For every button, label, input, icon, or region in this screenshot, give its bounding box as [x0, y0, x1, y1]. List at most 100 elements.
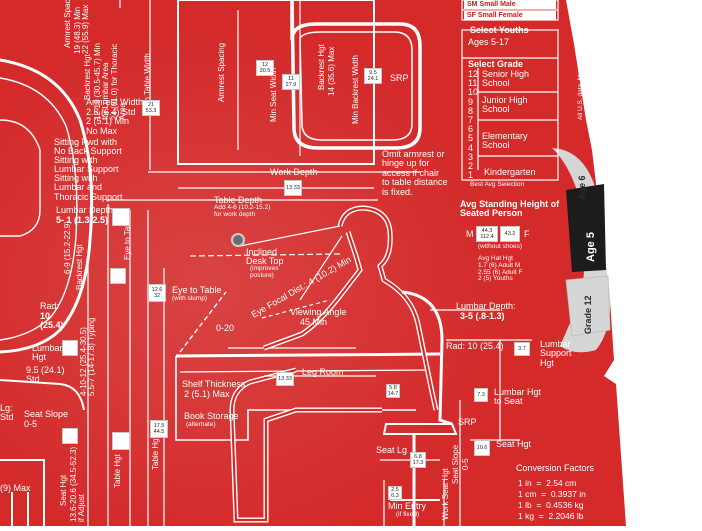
- seat-slope-right-val: 0-5: [461, 458, 470, 470]
- inclined-desk-note: (improves posture): [250, 265, 279, 279]
- tab-grade12[interactable]: Grade 12: [583, 295, 593, 334]
- rad-right: Rad: 10 (25.4): [446, 341, 504, 351]
- measure-box: 21 53.3: [142, 100, 160, 116]
- measure-box: [62, 428, 78, 444]
- standing-box-m: 44.3 112.4: [476, 226, 498, 242]
- seat-lg: Seat Lg: [376, 445, 408, 455]
- standing-f: F: [524, 229, 530, 239]
- lumbar-depth-right-val: 3-5 (.8-1.3): [460, 311, 505, 321]
- measure-box: 3.7: [514, 342, 530, 356]
- conversion-row: 1 in = 2.54 cm: [518, 478, 577, 488]
- tab-age5[interactable]: Age 5: [585, 232, 597, 262]
- lumbar-depth-right-label: Lumbar Depth:: [456, 301, 516, 311]
- min-entry-note: (if fixed): [396, 511, 420, 518]
- standing-note: (without shoes): [478, 243, 523, 250]
- conversion-row: 1 kg = 2.2046 lb: [518, 511, 584, 521]
- seat-hgt-right: Seat Hgt: [496, 439, 532, 449]
- rivet: [231, 233, 245, 247]
- tab-age6[interactable]: Age 6: [577, 175, 587, 200]
- min-entry-label: Min Entry: [388, 501, 427, 511]
- grade-number: 9: [468, 96, 474, 107]
- measure-box: [110, 268, 126, 284]
- seat-slope-left-label: Seat Slope: [24, 409, 69, 419]
- measure-box: 6.8 17.3: [410, 452, 426, 468]
- measure-box: 17.5 44.5: [150, 420, 168, 438]
- seat-hgt-left: Seat Hgt: [59, 474, 68, 506]
- grade-number: 12: [468, 69, 479, 79]
- grade-number: 6: [468, 124, 474, 135]
- grade-number: 3: [468, 151, 474, 162]
- measure-box: 7.3: [474, 388, 488, 402]
- grade-number: 1: [468, 170, 474, 181]
- table-hgt-mid: Table Hgt: [151, 436, 160, 470]
- eye-to-table-label: Eye to Table: [172, 285, 222, 295]
- measure-box: 13 33: [276, 372, 294, 386]
- age5-tab: [566, 184, 606, 272]
- table-depth-label: Table Depth: [214, 195, 263, 205]
- lumbar-hgt-left-val: 9.5 (24.1) Std: [26, 365, 65, 385]
- grade-number: 7: [468, 115, 474, 126]
- lumbar-hgt-left-label: Lumbar Hgt: [32, 343, 63, 363]
- conversion-title: Conversion Factors: [516, 463, 595, 473]
- youths-heading: Select Youths: [470, 25, 529, 35]
- sitting-3: Sitting with Lumbar and Thoracic Support: [54, 173, 123, 202]
- conversion-row: 1 lb = 0.4536 kg: [518, 500, 584, 510]
- srp-bottom: SRP: [458, 417, 477, 427]
- grade-kindergarten: Kindergarten: [484, 167, 536, 177]
- backrest-hgt-mid-val: 6-9 (15.2-22.9): [63, 221, 72, 274]
- leg-room: Leg Room: [302, 367, 344, 377]
- measure-box: 2.5 6.3: [388, 486, 402, 500]
- work-depth: Work Depth: [270, 167, 318, 177]
- rad-left-label: Rad:: [40, 301, 60, 311]
- measure-box: [112, 432, 130, 450]
- side-note: All U.S. data. Metrics are red or in ( ): [577, 12, 584, 120]
- viewing-angle-val: 45 Min: [300, 317, 328, 327]
- armrest-spacing-vals: 19 (48.3) Min 22 (55.9) Max: [73, 4, 91, 54]
- lumbar-support-hgt: Lumbar Support Hgt: [540, 339, 572, 368]
- min-backrest-width: Min Backrest Width: [351, 55, 360, 124]
- armrest-width-label: Armrest Width: [86, 97, 144, 107]
- grade-junior: Junior High School: [482, 95, 528, 115]
- seat-slope-right-label: Seat Slope: [451, 444, 460, 484]
- table-depth-note: Add 4-6 (10.2-15.2) for work depth: [214, 204, 271, 218]
- standing-m: M: [466, 229, 474, 239]
- table-hgt-left: Table Hgt: [113, 454, 122, 488]
- backrest-top-val: 14 (35.6) Max: [327, 46, 336, 96]
- measure-box: 5.8 14.7: [386, 384, 400, 398]
- backrest-hgt-mid-label: Backrest Hgt: [75, 244, 84, 290]
- bottom-left-vals: 13.6-20.6 (34.5-52.3) if Adjust: [69, 446, 87, 522]
- standing-height-title: Avg Standing Height of Seated Person: [460, 199, 560, 219]
- measure-box: 11 27.9: [282, 74, 300, 90]
- grade-number: 10: [468, 87, 479, 98]
- book-storage-label: Book Storage: [184, 411, 239, 421]
- work-seat-hgt: Work Seat Hgt: [441, 468, 450, 520]
- measure-box: 10.6: [474, 440, 490, 456]
- measure-box: 9.5 24.1: [364, 68, 382, 84]
- grade-elementary: Elementary School: [482, 131, 528, 151]
- armrest-width-vals: 2.5 (6.4) Std 2 (5.1) Min No Max: [86, 107, 136, 136]
- book-storage-note: (alternate): [186, 421, 216, 428]
- standing-sub: Avg Hat Hgt 1.7 (6) Adult M 2.55 (6) Adu…: [478, 255, 523, 283]
- backrest-hgt-left-label: Backrest Hgt: [83, 54, 92, 100]
- youths-ages: Ages 5-17: [468, 37, 510, 47]
- lumbar-hgt-seat: Lumbar Hgt to Seat: [494, 387, 542, 407]
- omit-note: Omit armrest or hinge up for access if c…: [382, 149, 448, 197]
- legend-small-male: SM Small Male: [464, 0, 556, 9]
- measure-box: [112, 208, 130, 226]
- grade-number: 2: [468, 161, 474, 172]
- bottom-left-max: (9) Max: [0, 483, 31, 493]
- lumbar-depth-left-label: Lumbar Depth:: [56, 205, 116, 215]
- measure-box: 12 30.5: [256, 60, 274, 76]
- backrest-top-label: Backrest Hgt: [317, 44, 326, 90]
- angle-range: 0-20: [216, 323, 235, 333]
- lumbar-depth-left-val: 5- 1 (1.3-2.5): [56, 215, 109, 225]
- typing-range: 4-10-12 (25.4-30.5) 5.5-7 (14-17.8) Typi…: [79, 317, 97, 396]
- grade-number: 5: [468, 133, 474, 144]
- shelf-label: Shelf Thickness: [182, 379, 246, 389]
- sitting-2: Sitting with Lumbar Support: [54, 155, 119, 175]
- rad-left-val: 10 (25.4): [40, 311, 64, 331]
- measure-box: 12.6 32: [148, 284, 166, 302]
